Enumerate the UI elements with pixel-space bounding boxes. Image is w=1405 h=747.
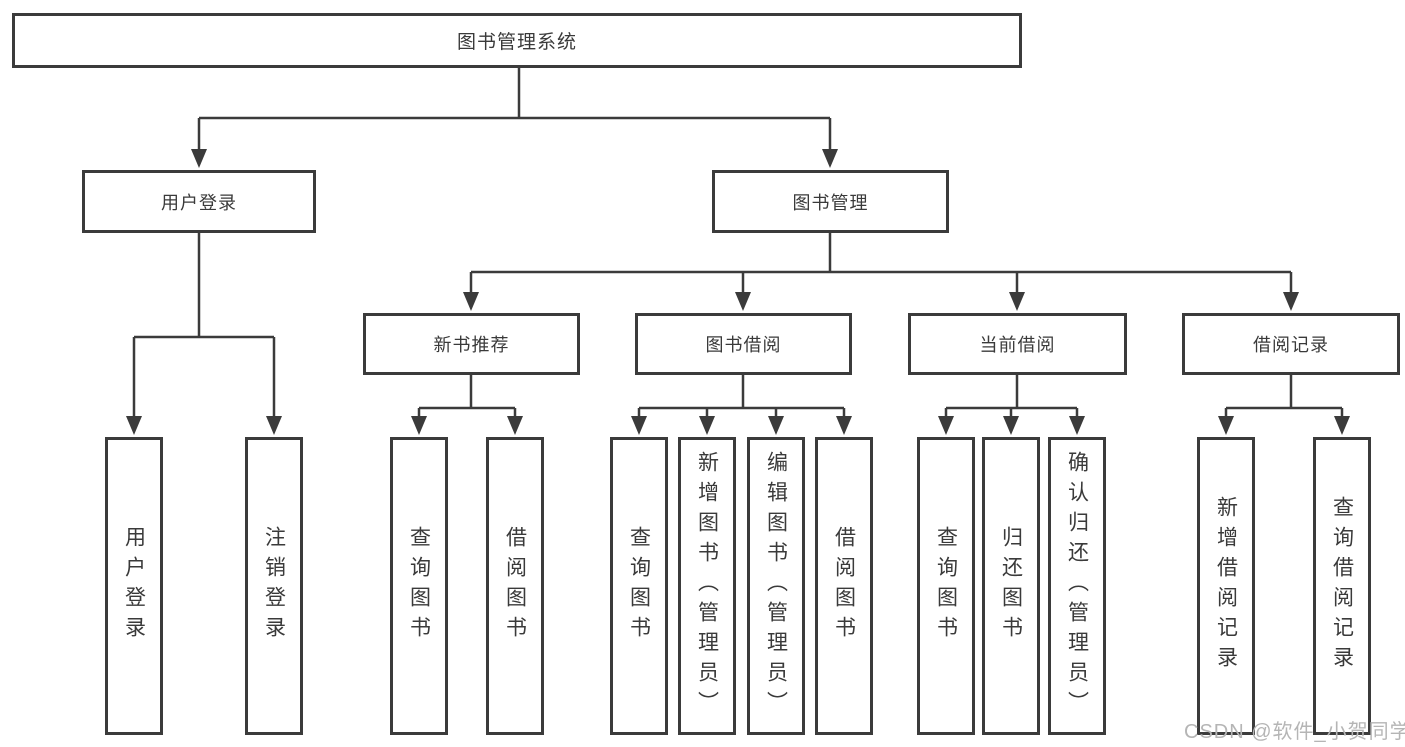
leaf-query-books-current: 查询图书: [917, 437, 975, 735]
leaf-return-book: 归还图书: [982, 437, 1040, 735]
node-borrow-records: 借阅记录: [1182, 313, 1400, 375]
leaf-borrow-books: 借阅图书: [815, 437, 873, 735]
leaf-confirm-return-admin: 确认归还（管理员）: [1048, 437, 1106, 735]
node-new-book-recommend: 新书推荐: [363, 313, 580, 375]
node-book-management: 图书管理: [712, 170, 949, 233]
leaf-user-login: 用户登录: [105, 437, 163, 735]
leaf-add-book-admin: 新增图书（管理员）: [678, 437, 736, 735]
leaf-add-borrow-record: 新增借阅记录: [1197, 437, 1255, 735]
leaf-borrow-books-recommend: 借阅图书: [486, 437, 544, 735]
node-root: 图书管理系统: [12, 13, 1022, 68]
leaf-query-books-borrow: 查询图书: [610, 437, 668, 735]
leaf-edit-book-admin: 编辑图书（管理员）: [747, 437, 805, 735]
node-current-borrow: 当前借阅: [908, 313, 1127, 375]
arrowhead-icons: [126, 149, 1350, 435]
node-user-login: 用户登录: [82, 170, 316, 233]
leaf-logout: 注销登录: [245, 437, 303, 735]
leaf-query-books-recommend: 查询图书: [390, 437, 448, 735]
watermark: CSDN @软件_小贺同学: [1184, 721, 1405, 743]
node-book-borrow: 图书借阅: [635, 313, 852, 375]
leaf-query-borrow-record: 查询借阅记录: [1313, 437, 1371, 735]
